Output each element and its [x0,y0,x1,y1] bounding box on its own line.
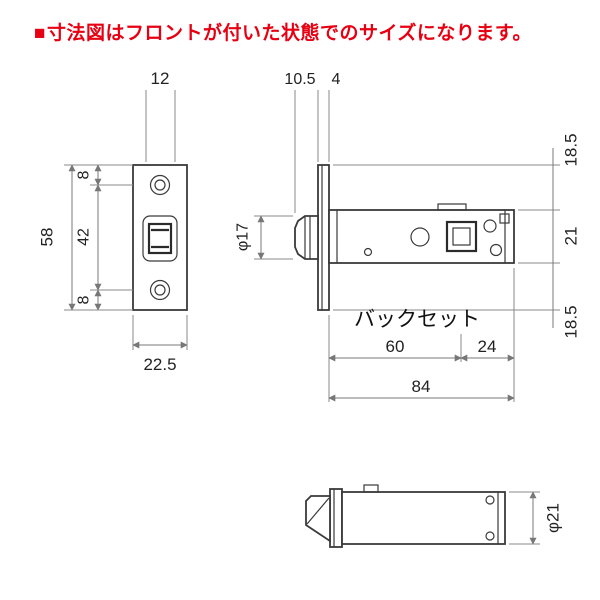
case-top-tab [437,203,467,211]
backset-label: バックセット [354,308,480,331]
dim-case-diameter-label: φ21 [544,503,563,533]
faceplate-edge [317,164,330,311]
dim-backset-label: 60 [386,337,405,356]
dim-bolt-diameter-label: φ17 [235,223,252,251]
faceplate-outline [132,164,188,311]
red-square-bullet-icon: ■ [34,23,46,44]
screw-hole-top [149,174,171,196]
dim-bottom-offset-label: 18.5 [562,305,581,338]
dim-body-span-label: 42 [76,228,93,246]
screw-hole-bottom-inner [154,284,166,296]
case-hole [410,227,430,247]
spindle-hub-outer [445,220,478,253]
front-view-group: 12 58 8 42 8 22.5 [38,69,188,374]
dim-plate-thickness-label: 4 [332,71,341,88]
case-rivet [363,247,373,257]
dim-screw-offset-top-label: 8 [76,170,93,179]
case-rear-hole-bottom [489,243,503,257]
top-view-group: φ21 [305,484,563,548]
screw-hole-bottom [149,279,171,301]
dim-rear-length-label: 24 [478,337,497,356]
latch-case-body [328,209,515,264]
dim-bolt-width-label: 12 [151,69,170,88]
dim-plate-height-label: 58 [38,228,57,247]
latch-bolt-face [147,222,173,255]
case-rear-hole [485,531,495,541]
bolt-bevel-line [306,497,330,525]
case-rear-hole-top [483,219,497,233]
bolt-bevel-top-view [305,495,331,543]
dim-total-length-label: 84 [412,377,431,396]
dim-top-offset-label: 18.5 [562,133,581,166]
latch-opening [142,215,178,262]
spindle-hub-inner [452,227,471,246]
side-view-group: 10.5 4 φ17 [235,71,581,402]
dim-case-height-label: 21 [562,227,581,246]
caption-note: ■寸法図はフロントが付いた状態でのサイズになります。 [34,18,532,45]
caption-text: 寸法図はフロントが付いた状態でのサイズになります。 [46,23,533,44]
case-body-top-view [341,491,506,545]
dim-plate-width-label: 22.5 [143,355,176,374]
dim-front-thickness-label: 10.5 [284,71,315,88]
screw-hole-top-inner [154,179,166,191]
latch-bolt-head [294,215,319,260]
case-tab-top-view [363,484,379,493]
dim-screw-offset-bottom-label: 8 [76,295,93,304]
faceplate-edge-top-view [329,488,343,548]
case-rear-hole [485,495,495,505]
